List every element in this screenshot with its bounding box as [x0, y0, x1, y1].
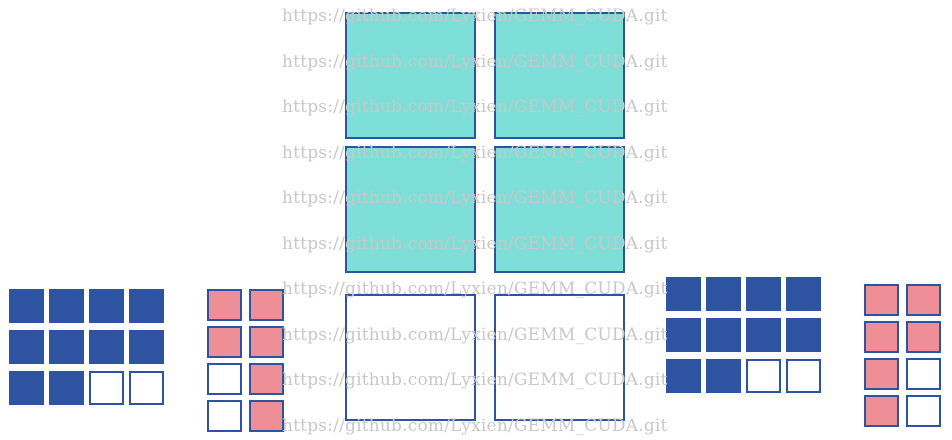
left-blue-grid-cell-blue [9, 330, 44, 364]
right-blue-grid-cell-blue [706, 359, 741, 393]
right-blue-grid-cell-blue [746, 318, 781, 352]
right-pink-grid-cell-empty [906, 358, 941, 390]
left-pink-grid-cell-pink [207, 289, 242, 321]
right-blue-grid-cell-empty [786, 359, 821, 393]
center-grid-cell-teal [345, 12, 476, 139]
left-blue-grid-cell-blue [49, 330, 84, 364]
right-blue-grid-cell-blue [666, 277, 701, 311]
right-blue-grid-cell-blue [786, 318, 821, 352]
right-blue-grid-cell-blue [706, 277, 741, 311]
left-pink-grid-cell-empty [207, 363, 242, 395]
left-blue-grid-cell-blue [89, 289, 124, 323]
left-pink-grid-cell-pink [249, 400, 284, 432]
right-pink-grid-cell-pink [906, 284, 941, 316]
left-pink-grid-cell-pink [207, 326, 242, 358]
right-pink-grid-cell-pink [864, 321, 899, 353]
left-blue-grid-cell-blue [9, 289, 44, 323]
left-blue-grid-cell-blue [129, 330, 164, 364]
right-blue-grid-cell-blue [706, 318, 741, 352]
right-pink-grid-cell-pink [864, 284, 899, 316]
left-pink-grid-cell-pink [249, 326, 284, 358]
left-blue-grid-cell-blue [9, 371, 44, 405]
left-pink-grid-cell-empty [207, 400, 242, 432]
right-pink-grid-cell-pink [906, 321, 941, 353]
right-pink-grid-cell-empty [906, 395, 941, 427]
left-blue-grid-cell-blue [49, 371, 84, 405]
left-blue-grid-cell-blue [89, 330, 124, 364]
left-blue-grid-cell-blue [129, 289, 164, 323]
left-pink-grid-cell-pink [249, 363, 284, 395]
left-blue-grid-cell-empty [89, 371, 124, 405]
right-blue-grid-cell-blue [666, 318, 701, 352]
right-pink-grid-cell-pink [864, 395, 899, 427]
center-grid-cell-teal [494, 146, 625, 273]
center-grid-cell-empty [345, 294, 476, 421]
left-blue-grid-cell-blue [49, 289, 84, 323]
right-blue-grid-cell-blue [786, 277, 821, 311]
center-grid-cell-empty [494, 294, 625, 421]
center-grid-cell-teal [494, 12, 625, 139]
right-blue-grid-cell-blue [746, 277, 781, 311]
center-grid-cell-teal [345, 146, 476, 273]
right-blue-grid-cell-blue [666, 359, 701, 393]
right-pink-grid-cell-pink [864, 358, 899, 390]
right-blue-grid-cell-empty [746, 359, 781, 393]
left-blue-grid-cell-empty [129, 371, 164, 405]
left-pink-grid-cell-pink [249, 289, 284, 321]
